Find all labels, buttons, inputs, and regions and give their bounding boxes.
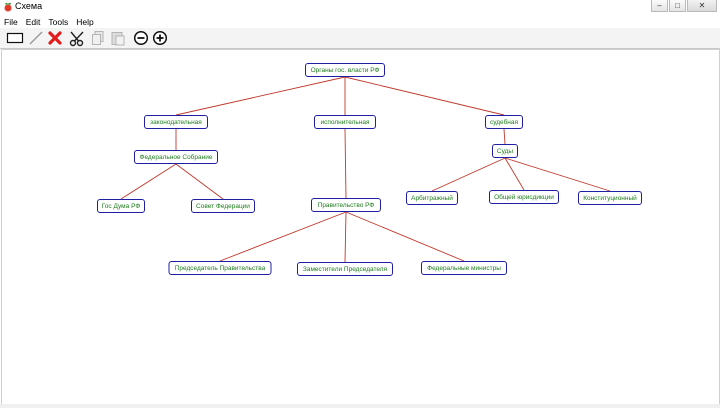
diagram-node-jud[interactable]: судебная (485, 115, 523, 129)
diagram-node-leg[interactable]: законодательная (144, 115, 208, 129)
close-window-button[interactable]: ✕ (687, 0, 717, 12)
menu-help[interactable]: Help (76, 17, 94, 27)
line-tool-button[interactable] (27, 29, 45, 47)
rectangle-tool-button[interactable] (6, 29, 24, 47)
paste-icon (111, 32, 125, 46)
diagram-node-gov[interactable]: Правительство РФ (311, 198, 381, 212)
menu-bar: File Edit Tools Help (0, 15, 720, 28)
diagram-node-pred[interactable]: Председатель Правительства (168, 261, 272, 275)
paste-button[interactable] (109, 29, 127, 47)
diagram-node-root[interactable]: Органы гос. власти РФ (305, 63, 385, 77)
menu-edit[interactable]: Edit (25, 17, 41, 27)
diagram-node-duma[interactable]: Гос Дума РФ (97, 199, 145, 213)
diagram-node-sudy[interactable]: Суды (492, 144, 518, 158)
menu-tools[interactable]: Tools (48, 17, 69, 27)
title-bar: Схема – □ ✕ (0, 0, 720, 16)
window-title: Схема (15, 1, 43, 11)
zoom-out-button[interactable] (132, 29, 150, 47)
zoom-out-icon (133, 30, 149, 46)
diagram-node-fed[interactable]: Федеральное Собрание (134, 150, 218, 164)
zoom-in-icon (152, 30, 168, 46)
delete-icon (48, 31, 62, 45)
diagram-node-min[interactable]: Федеральные министры (421, 261, 507, 275)
diagram-node-arb[interactable]: Арбитражный (406, 191, 458, 205)
diagram-canvas[interactable] (1, 49, 720, 405)
toolbar (0, 28, 720, 49)
menu-file[interactable]: File (4, 17, 18, 27)
diagram-node-konst[interactable]: Конституционный (578, 191, 642, 205)
minimize-button[interactable]: – (651, 0, 668, 12)
line-tool-icon (29, 31, 43, 45)
copy-button[interactable] (89, 29, 107, 47)
cut-icon (69, 31, 84, 46)
diagram-node-exe[interactable]: исполнительная (314, 115, 376, 129)
cut-button[interactable] (68, 29, 86, 47)
diagram-node-zam[interactable]: Заместители Председателя (297, 262, 393, 276)
diagram-node-sovet[interactable]: Совет Федерации (191, 199, 255, 213)
zoom-in-button[interactable] (151, 29, 169, 47)
copy-icon (92, 31, 104, 45)
app-icon (4, 2, 12, 12)
delete-button[interactable] (46, 29, 64, 47)
diagram-node-obsh[interactable]: Общей юрисдикции (489, 190, 559, 204)
maximize-button[interactable]: □ (669, 0, 686, 12)
rectangle-tool-icon (6, 32, 24, 44)
status-bar (0, 404, 720, 408)
window-controls: – □ ✕ (651, 0, 717, 14)
